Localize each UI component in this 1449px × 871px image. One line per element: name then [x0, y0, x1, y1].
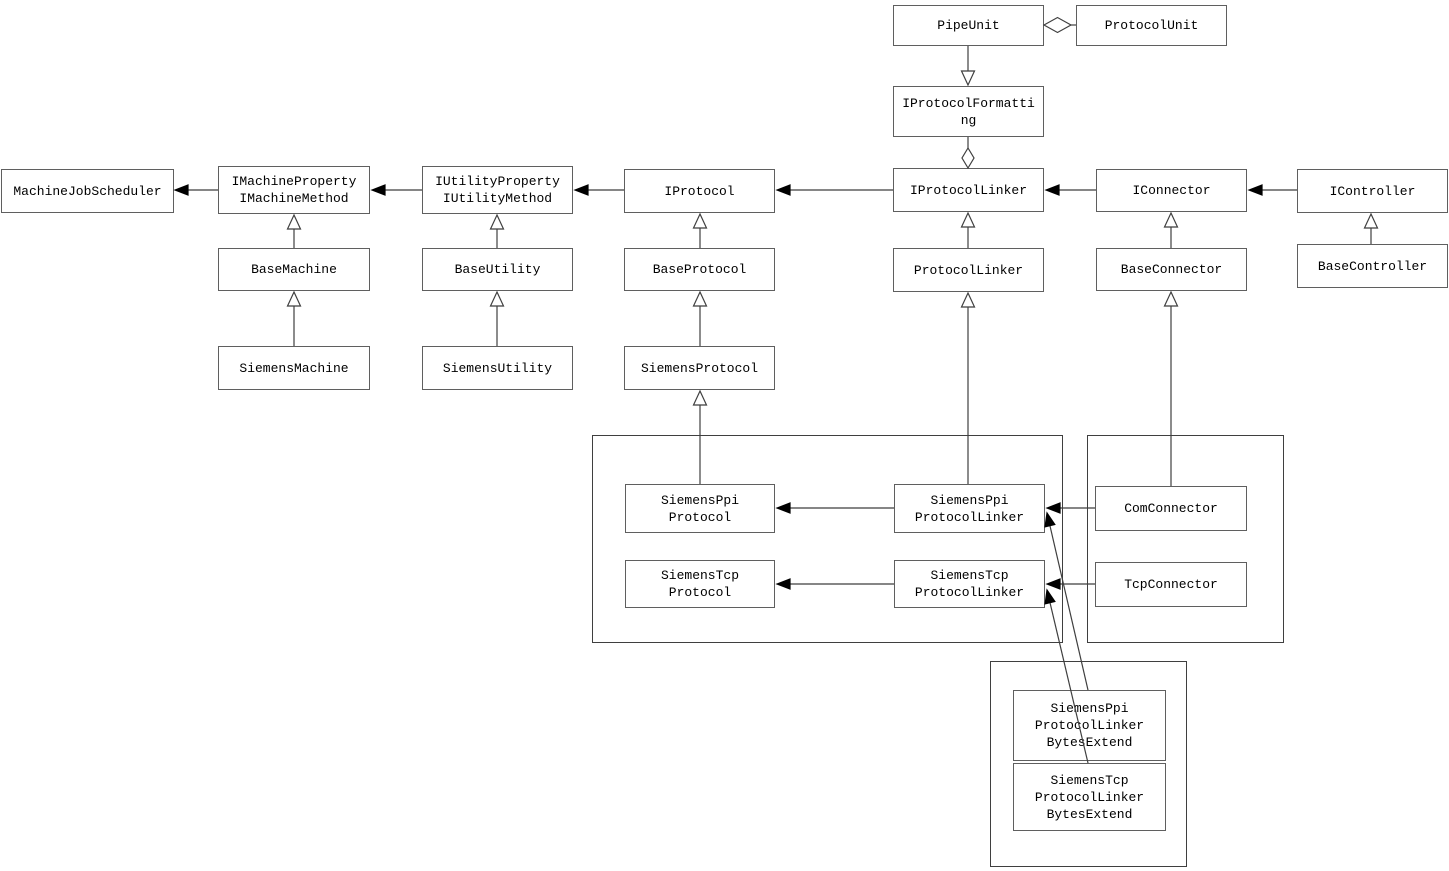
class-label-line: BaseConnector: [1120, 262, 1223, 277]
class-box-iprotocol-linker: IProtocolLinker: [893, 168, 1044, 212]
class-label-line: SiemensUtility: [442, 360, 553, 376]
class-label-line: BaseProtocol: [652, 262, 747, 277]
class-label-line: IUtilityMethod: [442, 191, 553, 206]
class-label-line: IMachineProperty: [231, 174, 357, 189]
protocollinker-gen-iprotocollinker-triangle-head: [960, 211, 976, 228]
ppilinker-gen-protocollinker-triangle-head: [960, 291, 976, 308]
class-label-line: IMachineMethod: [239, 191, 349, 206]
iprotocollinker-to-iprotocol-arrowhead: [775, 184, 791, 196]
class-label-line: IProtocolLinker: [909, 182, 1028, 198]
group-connectors: [1087, 435, 1284, 643]
class-label-line: SiemensPpi: [930, 492, 1009, 508]
class-label-line: ProtocolLinker: [1034, 789, 1145, 805]
class-label-line: IUtilityProperty: [435, 174, 560, 189]
class-box-base-controller: BaseController: [1297, 244, 1448, 288]
icontroller-to-iconnector-arrowhead: [1247, 184, 1263, 196]
class-box-protocol-unit: ProtocolUnit: [1076, 5, 1227, 46]
class-label-line: SiemensProtocol: [640, 360, 759, 376]
class-label-line: BytesExtend: [1046, 735, 1133, 750]
class-label-line: ProtocolLinker: [913, 262, 1024, 278]
class-box-machine-job-scheduler: MachineJobScheduler: [1, 169, 174, 213]
iprotocolformatting-agg-iprotocollinker-diamond-head: [961, 146, 975, 170]
class-label-line: SiemensMachine: [239, 360, 349, 376]
comconnector-gen-baseconnector-triangle-head: [1163, 290, 1179, 307]
class-label-line: IProtocol: [664, 183, 735, 199]
class-box-tcp-connector: TcpConnector: [1095, 562, 1247, 607]
class-box-base-machine: BaseMachine: [218, 248, 370, 291]
class-box-protocol-linker: ProtocolLinker: [893, 248, 1044, 292]
class-label-line: MachineJobScheduler: [13, 183, 162, 199]
class-label-line: ProtocolUnit: [1104, 18, 1199, 33]
class-label-line: PipeUnit: [937, 18, 1000, 33]
class-label-line: ProtocolLinker: [1034, 718, 1145, 733]
iutilityproperty-to-imachineproperty-arrowhead: [370, 184, 386, 196]
class-label-line: IConnector: [1132, 183, 1211, 198]
class-label-line: SiemensPpi: [1050, 701, 1129, 716]
class-label-line: IProtocolFormatti: [902, 95, 1035, 111]
class-label-line: ProtocolLinker: [914, 585, 1025, 600]
class-box-pipe-unit: PipeUnit: [893, 5, 1044, 46]
ppiprotocol-gen-siemensprotocol-triangle-head: [692, 389, 708, 406]
siemensmachine-gen-basemachine-triangle-head: [286, 290, 302, 307]
class-label-line: BytesExtend: [1046, 806, 1133, 822]
siemensutility-gen-baseutility-triangle-head: [489, 290, 505, 307]
pipeunit-dep-iprotocolformatting-triangle-head: [960, 70, 976, 87]
class-label-line: ng: [960, 112, 977, 128]
class-label-line: Protocol: [668, 585, 732, 600]
imachineproperty-to-machinejobscheduler-arrowhead: [173, 184, 189, 196]
class-box-siemens-machine: SiemensMachine: [218, 346, 370, 390]
class-box-base-connector: BaseConnector: [1096, 248, 1247, 291]
class-box-siemens-protocol: SiemensProtocol: [624, 346, 775, 390]
basemachine-gen-imachineproperty-triangle-head: [286, 213, 302, 230]
class-box-base-utility: BaseUtility: [422, 248, 573, 291]
class-box-iprotocol: IProtocol: [624, 169, 775, 213]
class-box-com-connector: ComConnector: [1095, 486, 1247, 531]
class-label-line: IController: [1329, 183, 1416, 199]
class-label-line: BaseController: [1317, 258, 1428, 274]
class-box-icontroller: IController: [1297, 169, 1448, 213]
siemensprotocol-gen-baseprotocol-triangle-head: [692, 290, 708, 307]
class-label-line: BaseUtility: [454, 262, 541, 277]
iprotocol-to-iutilityproperty-arrowhead: [573, 184, 589, 196]
group-siemens-protocols: [592, 435, 1063, 643]
baseutility-gen-iutilityproperty-triangle-head: [489, 213, 505, 230]
class-box-siemens-utility: SiemensUtility: [422, 346, 573, 390]
class-box-iconnector: IConnector: [1096, 169, 1247, 212]
class-box-base-protocol: BaseProtocol: [624, 248, 775, 291]
iconnector-to-iprotocollinker-arrowhead: [1044, 184, 1060, 196]
class-label-line: SiemensTcp: [1050, 772, 1129, 788]
class-label-line: ProtocolLinker: [914, 509, 1025, 525]
class-label-line: SiemensTcp: [660, 568, 739, 583]
baseconnector-gen-iconnector-triangle-head: [1163, 211, 1179, 228]
class-label-line: TcpConnector: [1124, 577, 1218, 592]
class-label-line: SiemensTcp: [930, 568, 1009, 583]
protocolunit-agg-pipeunit-diamond-head: [1042, 16, 1073, 34]
baseprotocol-gen-iprotocol-triangle-head: [692, 212, 708, 229]
class-label-line: ComConnector: [1124, 501, 1218, 516]
class-label-line: SiemensPpi: [660, 492, 739, 508]
basecontroller-gen-icontroller-triangle-head: [1363, 212, 1379, 229]
class-label-line: Protocol: [668, 509, 732, 525]
class-label-line: BaseMachine: [251, 262, 337, 277]
